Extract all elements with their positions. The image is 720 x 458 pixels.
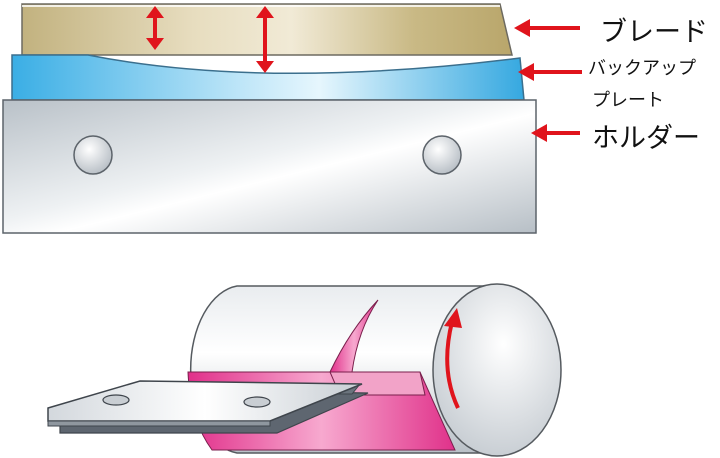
rotation-arrow (444, 308, 462, 409)
deflection-arrow-large (256, 6, 274, 73)
blade-plate-top (47, 380, 363, 422)
backup-plate (11, 54, 525, 101)
deflection-arrow-small (146, 6, 164, 50)
pointer-arrow-holder (531, 124, 580, 142)
roll-assembly (47, 283, 562, 457)
label-holder: ホルダー (592, 123, 700, 154)
holder-hole-right (422, 135, 462, 175)
label-blade: ブレード (600, 17, 708, 48)
holder-hole-left (73, 135, 113, 175)
blade-hole-right (243, 396, 271, 408)
blade-assembly (2, 3, 582, 234)
pointer-arrow-blade (514, 19, 580, 37)
roll-end-face (432, 283, 562, 457)
film-wrap-top (329, 299, 379, 373)
pointer-arrow-backup-plate (518, 63, 582, 81)
label-backup-plate-line1: バックアップ (588, 58, 696, 79)
label-backup-plate-line2: プレート (592, 90, 664, 111)
blade-hole-left (102, 394, 130, 406)
